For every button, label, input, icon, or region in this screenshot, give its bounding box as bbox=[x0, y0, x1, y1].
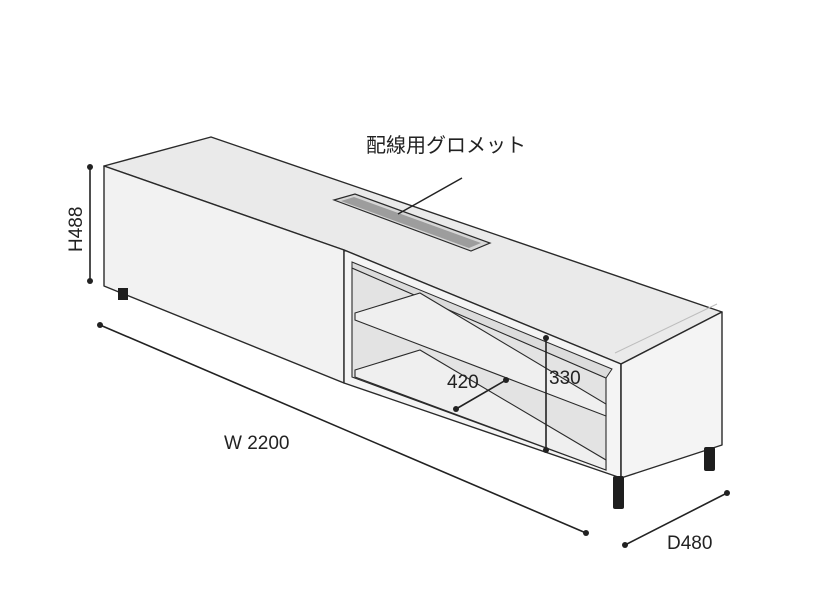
cabinet bbox=[103, 136, 723, 479]
shelf-depth-end-back bbox=[503, 377, 509, 383]
width-dimension-line bbox=[99, 324, 587, 534]
cable-grommet-inner bbox=[341, 197, 481, 248]
shelf-height-label: 330 bbox=[549, 368, 581, 389]
depth-dimension-end-right bbox=[724, 490, 730, 496]
width-dimension-end-right bbox=[583, 530, 589, 536]
height-dimension-end-bottom bbox=[87, 278, 93, 284]
width-label: W 2200 bbox=[224, 433, 289, 454]
height-label: H488 bbox=[66, 207, 87, 252]
foot-front-left bbox=[118, 288, 128, 300]
top-edge-thickness bbox=[614, 303, 718, 354]
foot-front-right bbox=[613, 476, 624, 509]
shelf-depth-dimension-line bbox=[455, 379, 507, 410]
compartment-ceiling bbox=[351, 261, 613, 379]
shelf-height-end-top bbox=[543, 335, 549, 341]
feet bbox=[118, 288, 715, 509]
dimension-lines bbox=[87, 164, 730, 548]
labels: H488 W 2200 D480 330 420 配線用グロメット bbox=[66, 133, 712, 554]
shelf-height-end-bottom bbox=[543, 447, 549, 453]
height-dimension-end-top bbox=[87, 164, 93, 170]
depth-dimension-end-left bbox=[622, 542, 628, 548]
grommet-leader-line bbox=[397, 177, 463, 215]
depth-label: D480 bbox=[667, 533, 712, 554]
shelf-depth-label: 420 bbox=[447, 372, 479, 393]
grommet-label: 配線用グロメット bbox=[366, 133, 526, 157]
width-dimension-end-left bbox=[97, 322, 103, 328]
foot-back-right bbox=[704, 447, 715, 471]
depth-dimension-line bbox=[624, 492, 728, 546]
shelf bbox=[354, 292, 607, 417]
compartment-floor bbox=[354, 349, 607, 471]
shelf-depth-end-front bbox=[453, 406, 459, 412]
